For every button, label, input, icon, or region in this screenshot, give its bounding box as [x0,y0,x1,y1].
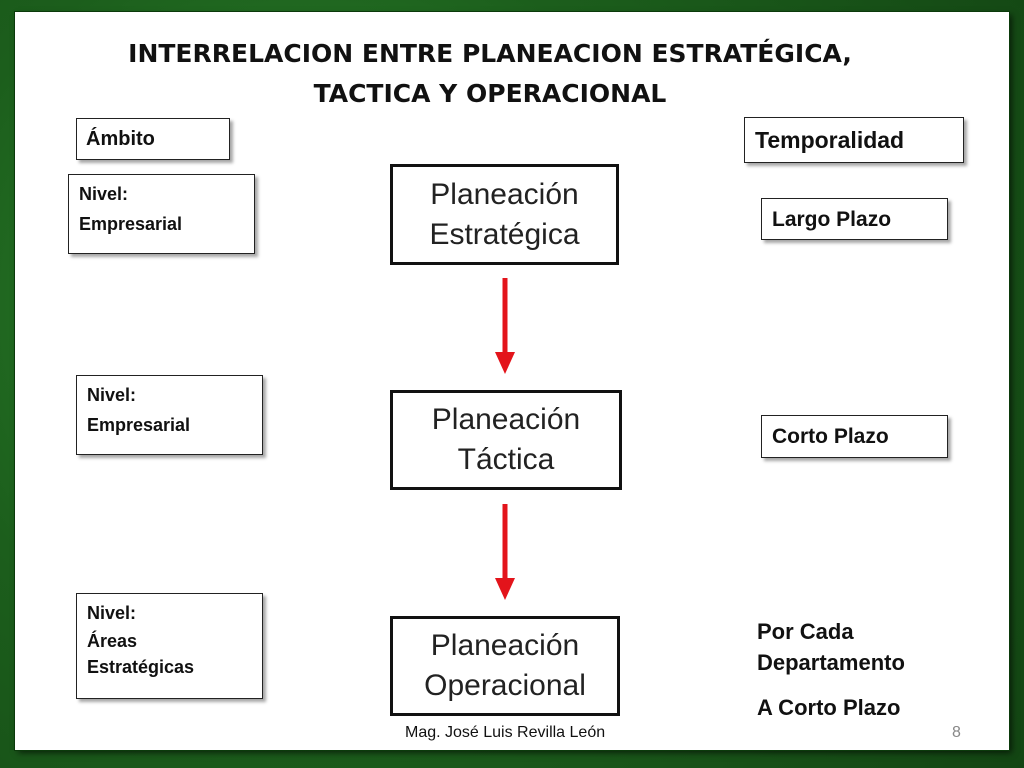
page-number: 8 [952,724,961,741]
planeacion-operacional-box: Planeación Operacional [390,616,620,716]
corto-plazo-label: Corto Plazo [772,425,889,448]
down-arrow-1 [495,278,515,374]
planeacion-tactica-box: Planeación Táctica [390,390,622,490]
nivel-value-3b: Estratégicas [87,657,195,677]
title-line-2: TACTICA Y OPERACIONAL [313,79,667,108]
box2-line2: Táctica [457,443,555,476]
nivel-box-2: Nivel: Empresarial [76,375,263,455]
nivel-value-1: Empresarial [79,214,183,234]
a-corto-plazo-text: A Corto Plazo [757,695,901,720]
slide: INTERRELACION ENTRE PLANEACION ESTRATÉGI… [15,12,1009,750]
largo-plazo-box: Largo Plazo [761,198,948,240]
nivel-label-3: Nivel: [87,603,137,623]
corto-plazo-box: Corto Plazo [761,415,948,458]
box2-line1: Planeación [431,403,581,436]
por-cada-departamento: Por Cada Departamento [757,616,905,678]
box3-line2: Operacional [424,669,586,702]
nivel-label-1: Nivel: [79,184,129,204]
por-cada-line2: Departamento [757,650,905,675]
nivel-value-3a: Áreas [87,631,138,651]
box3-line1: Planeación [430,629,580,662]
largo-plazo-label: Largo Plazo [772,208,892,231]
nivel-box-1: Nivel: Empresarial [68,174,255,254]
temporalidad-box: Temporalidad [744,117,964,163]
nivel-value-2: Empresarial [87,415,191,435]
box1-line2: Estratégica [429,217,580,251]
title-line-1: INTERRELACION ENTRE PLANEACION ESTRATÉGI… [128,39,852,68]
footer-author: Mag. José Luis Revilla León [405,724,606,741]
slide-title: INTERRELACION ENTRE PLANEACION ESTRATÉGI… [15,34,965,114]
por-cada-line1: Por Cada [757,619,854,644]
down-arrow-2 [495,504,515,600]
temporalidad-label: Temporalidad [755,127,905,153]
nivel-label-2: Nivel: [87,385,137,405]
ambito-label: Ámbito [86,128,155,150]
box1-line1: Planeación [430,177,579,211]
nivel-box-3: Nivel: Áreas Estratégicas [76,593,263,699]
ambito-box: Ámbito [76,118,230,160]
a-corto-plazo: A Corto Plazo [757,692,900,723]
planeacion-estrategica-box: Planeación Estratégica [390,164,619,265]
